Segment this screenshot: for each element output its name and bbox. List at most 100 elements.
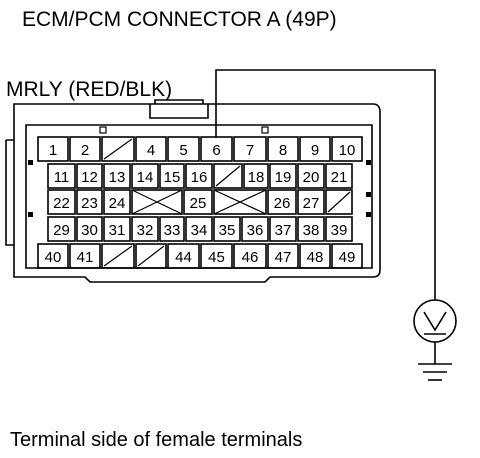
terminal-cell (47, 189, 76, 215)
terminal-cell (103, 189, 131, 215)
terminal-number: 14 (137, 169, 154, 186)
wire-label: MRLY (RED/BLK) (6, 78, 172, 101)
terminal-number: 7 (246, 142, 254, 159)
terminal-number: 39 (331, 222, 348, 239)
terminal-cell (185, 216, 213, 242)
terminal-cell (299, 243, 331, 269)
terminal-cell (69, 136, 101, 162)
terminal-number: 4 (147, 142, 155, 159)
terminal-number: 40 (45, 249, 62, 266)
terminal-cell (267, 189, 297, 215)
probe-wire (215, 69, 436, 300)
terminal-number: 12 (81, 169, 98, 186)
terminal-number: 6 (212, 142, 220, 159)
terminal-number: 23 (81, 195, 98, 212)
connector-housing (5, 99, 381, 283)
terminal-cell (103, 163, 131, 189)
terminal-cell (297, 163, 325, 189)
terminal-number: 47 (275, 249, 292, 266)
terminal-number: 15 (164, 169, 181, 186)
terminal-number: 36 (247, 222, 264, 239)
empty-terminal-mark (215, 165, 241, 187)
terminal-cell (159, 163, 185, 189)
terminal-number: 35 (219, 222, 236, 239)
terminal-cell (299, 136, 331, 162)
terminal-number: 9 (311, 142, 319, 159)
empty-terminal-mark (327, 191, 351, 213)
terminal-cell (233, 136, 267, 162)
terminal-cell (167, 243, 200, 269)
terminal-cell (37, 136, 69, 162)
terminal-cell (76, 216, 103, 242)
empty-terminal-mark (103, 245, 133, 267)
terminal-number: 31 (109, 222, 126, 239)
terminal-cell (267, 243, 299, 269)
terminal-number: 24 (109, 195, 126, 212)
terminal-cell (167, 136, 200, 162)
terminal-number: 48 (307, 249, 324, 266)
terminal-cell (297, 189, 325, 215)
terminal-number: 49 (339, 249, 356, 266)
terminal-number: 1 (49, 142, 57, 159)
terminal-cell (101, 136, 135, 162)
terminal-cell (76, 163, 103, 189)
terminal-number: 30 (81, 222, 98, 239)
terminal-cell (213, 163, 243, 189)
terminal-number: 41 (77, 249, 94, 266)
terminal-number: 38 (303, 222, 320, 239)
ground-icon (418, 342, 452, 381)
diagram-title: ECM/PCM CONNECTOR A (49P) (22, 8, 337, 31)
empty-terminal-mark (131, 189, 183, 215)
terminal-cell (267, 136, 299, 162)
terminal-cell (69, 243, 101, 269)
terminal-number: 29 (53, 222, 70, 239)
terminal-cell (331, 243, 363, 269)
terminal-cell (47, 163, 76, 189)
terminal-cell (47, 216, 76, 242)
empty-terminal-mark (213, 189, 267, 215)
terminal-number: 5 (179, 142, 187, 159)
terminal-cell (101, 243, 135, 269)
voltmeter-icon (413, 299, 457, 343)
terminal-cell (243, 163, 269, 189)
terminal-cell (131, 189, 183, 215)
terminal-cell (331, 136, 363, 162)
terminal-number: 21 (331, 169, 348, 186)
terminal-number: 22 (53, 195, 70, 212)
terminal-cell (213, 216, 241, 242)
terminal-number: 2 (81, 142, 89, 159)
empty-terminal-mark (103, 138, 133, 160)
terminal-number: 27 (303, 195, 320, 212)
terminal-cell (269, 163, 297, 189)
terminal-number: 13 (109, 169, 126, 186)
terminal-cell (241, 216, 269, 242)
caption: Terminal side of female terminals (10, 429, 302, 451)
terminal-number: 19 (275, 169, 292, 186)
terminal-cell (159, 216, 185, 242)
terminal-cell (200, 243, 233, 269)
terminal-cell (183, 189, 213, 215)
terminal-number: 10 (339, 142, 356, 159)
terminal-number: 8 (279, 142, 287, 159)
terminal-number: 34 (191, 222, 208, 239)
terminal-cell (297, 216, 325, 242)
terminal-number: 25 (190, 195, 207, 212)
terminal-number: 18 (248, 169, 265, 186)
terminal-number: 26 (274, 195, 291, 212)
terminal-cell (76, 189, 103, 215)
terminal-number: 37 (275, 222, 292, 239)
terminal-cell (135, 136, 167, 162)
terminal-cell (269, 216, 297, 242)
empty-terminal-mark (137, 245, 165, 267)
terminal-cell (325, 189, 353, 215)
terminal-cell (325, 163, 353, 189)
terminal-cell (325, 216, 353, 242)
terminal-number: 45 (208, 249, 225, 266)
terminal-cell (103, 216, 131, 242)
terminal-number: 32 (137, 222, 154, 239)
terminal-cell (135, 243, 167, 269)
terminal-cell (37, 243, 69, 269)
terminal-cell (213, 189, 267, 215)
